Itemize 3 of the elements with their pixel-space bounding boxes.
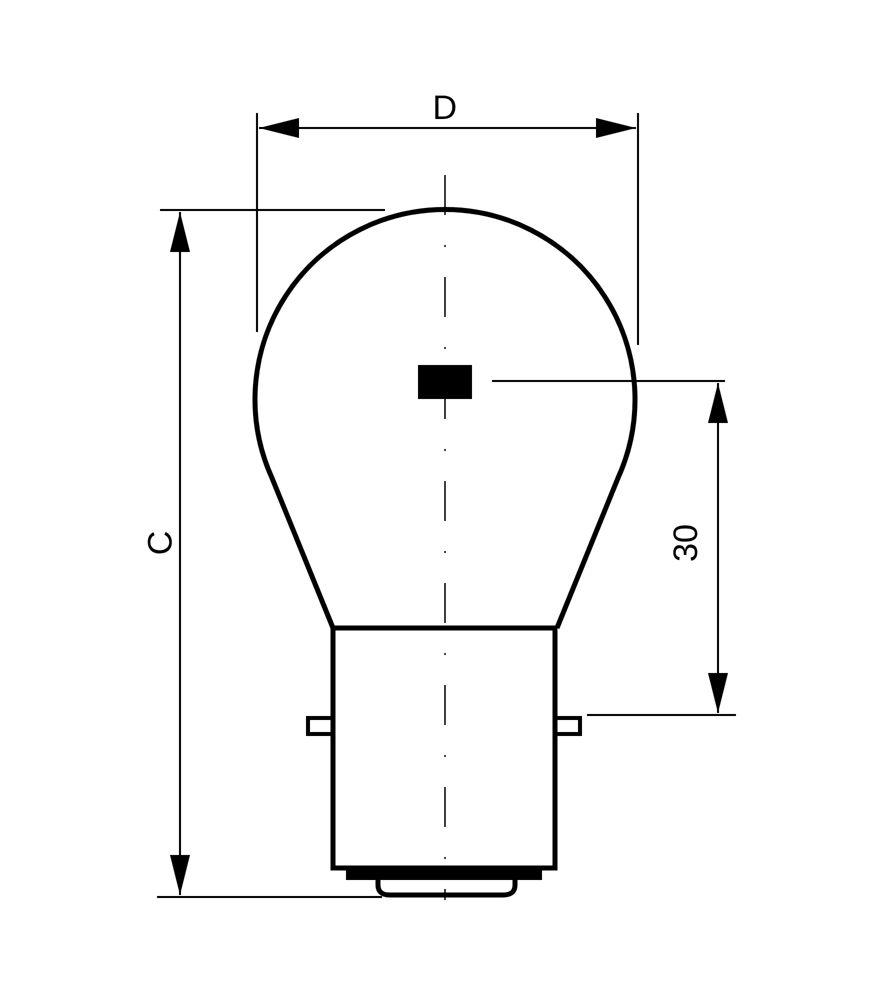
- dimension-label: C: [142, 530, 177, 556]
- dimension-label: D: [432, 91, 458, 125]
- dimension-label: 30: [668, 524, 703, 562]
